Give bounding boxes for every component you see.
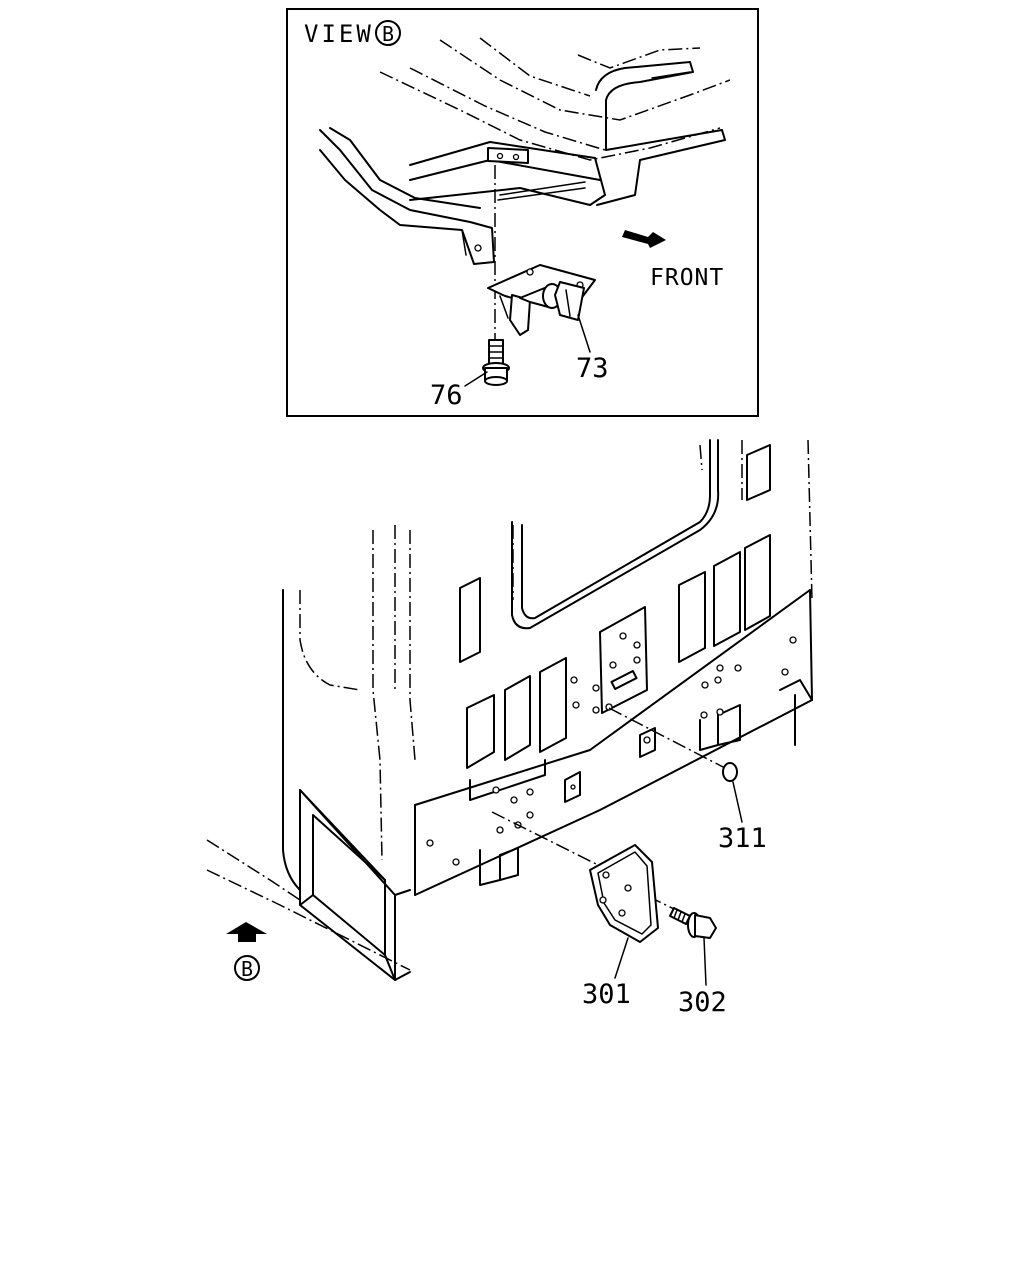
bold-arrow-up-icon bbox=[226, 922, 267, 942]
leader-73 bbox=[577, 314, 591, 353]
rear-louvers bbox=[459, 444, 771, 769]
view-b-circle-icon: B bbox=[375, 20, 401, 46]
view-title: VIEW bbox=[304, 20, 374, 48]
mounting-holes bbox=[426, 632, 797, 866]
callout-73: 73 bbox=[576, 353, 609, 384]
inset-frame bbox=[286, 8, 759, 417]
part-301-bracket bbox=[589, 844, 659, 943]
view-b-letter: B bbox=[382, 22, 394, 46]
leader-301 bbox=[614, 937, 629, 979]
assembly-line-301 bbox=[491, 811, 601, 867]
part-76-bolt bbox=[482, 339, 510, 386]
bold-arrow-right-icon bbox=[622, 230, 666, 248]
front-label: FRONT bbox=[650, 265, 724, 291]
callout-311: 311 bbox=[718, 823, 767, 854]
part-311-grommet bbox=[722, 762, 738, 782]
part-73-bracket bbox=[487, 264, 596, 336]
assembly-line-311 bbox=[608, 707, 726, 769]
callout-301: 301 bbox=[582, 979, 631, 1010]
leader-76 bbox=[464, 371, 488, 387]
cab-body bbox=[206, 439, 813, 981]
leader-311 bbox=[732, 781, 743, 823]
main-view: 311 301 302 B bbox=[206, 439, 813, 1018]
callout-76: 76 bbox=[430, 380, 463, 411]
leader-302 bbox=[703, 937, 707, 986]
part-302-bolt bbox=[669, 907, 717, 939]
cab-underside bbox=[319, 37, 731, 355]
view-b-marker-icon: B bbox=[234, 955, 260, 981]
callout-302: 302 bbox=[678, 987, 727, 1018]
inset-view-b: VIEW B bbox=[286, 8, 759, 417]
view-b-marker-letter: B bbox=[241, 957, 253, 981]
center-plate bbox=[599, 606, 648, 714]
rear-cross-member bbox=[414, 589, 813, 896]
